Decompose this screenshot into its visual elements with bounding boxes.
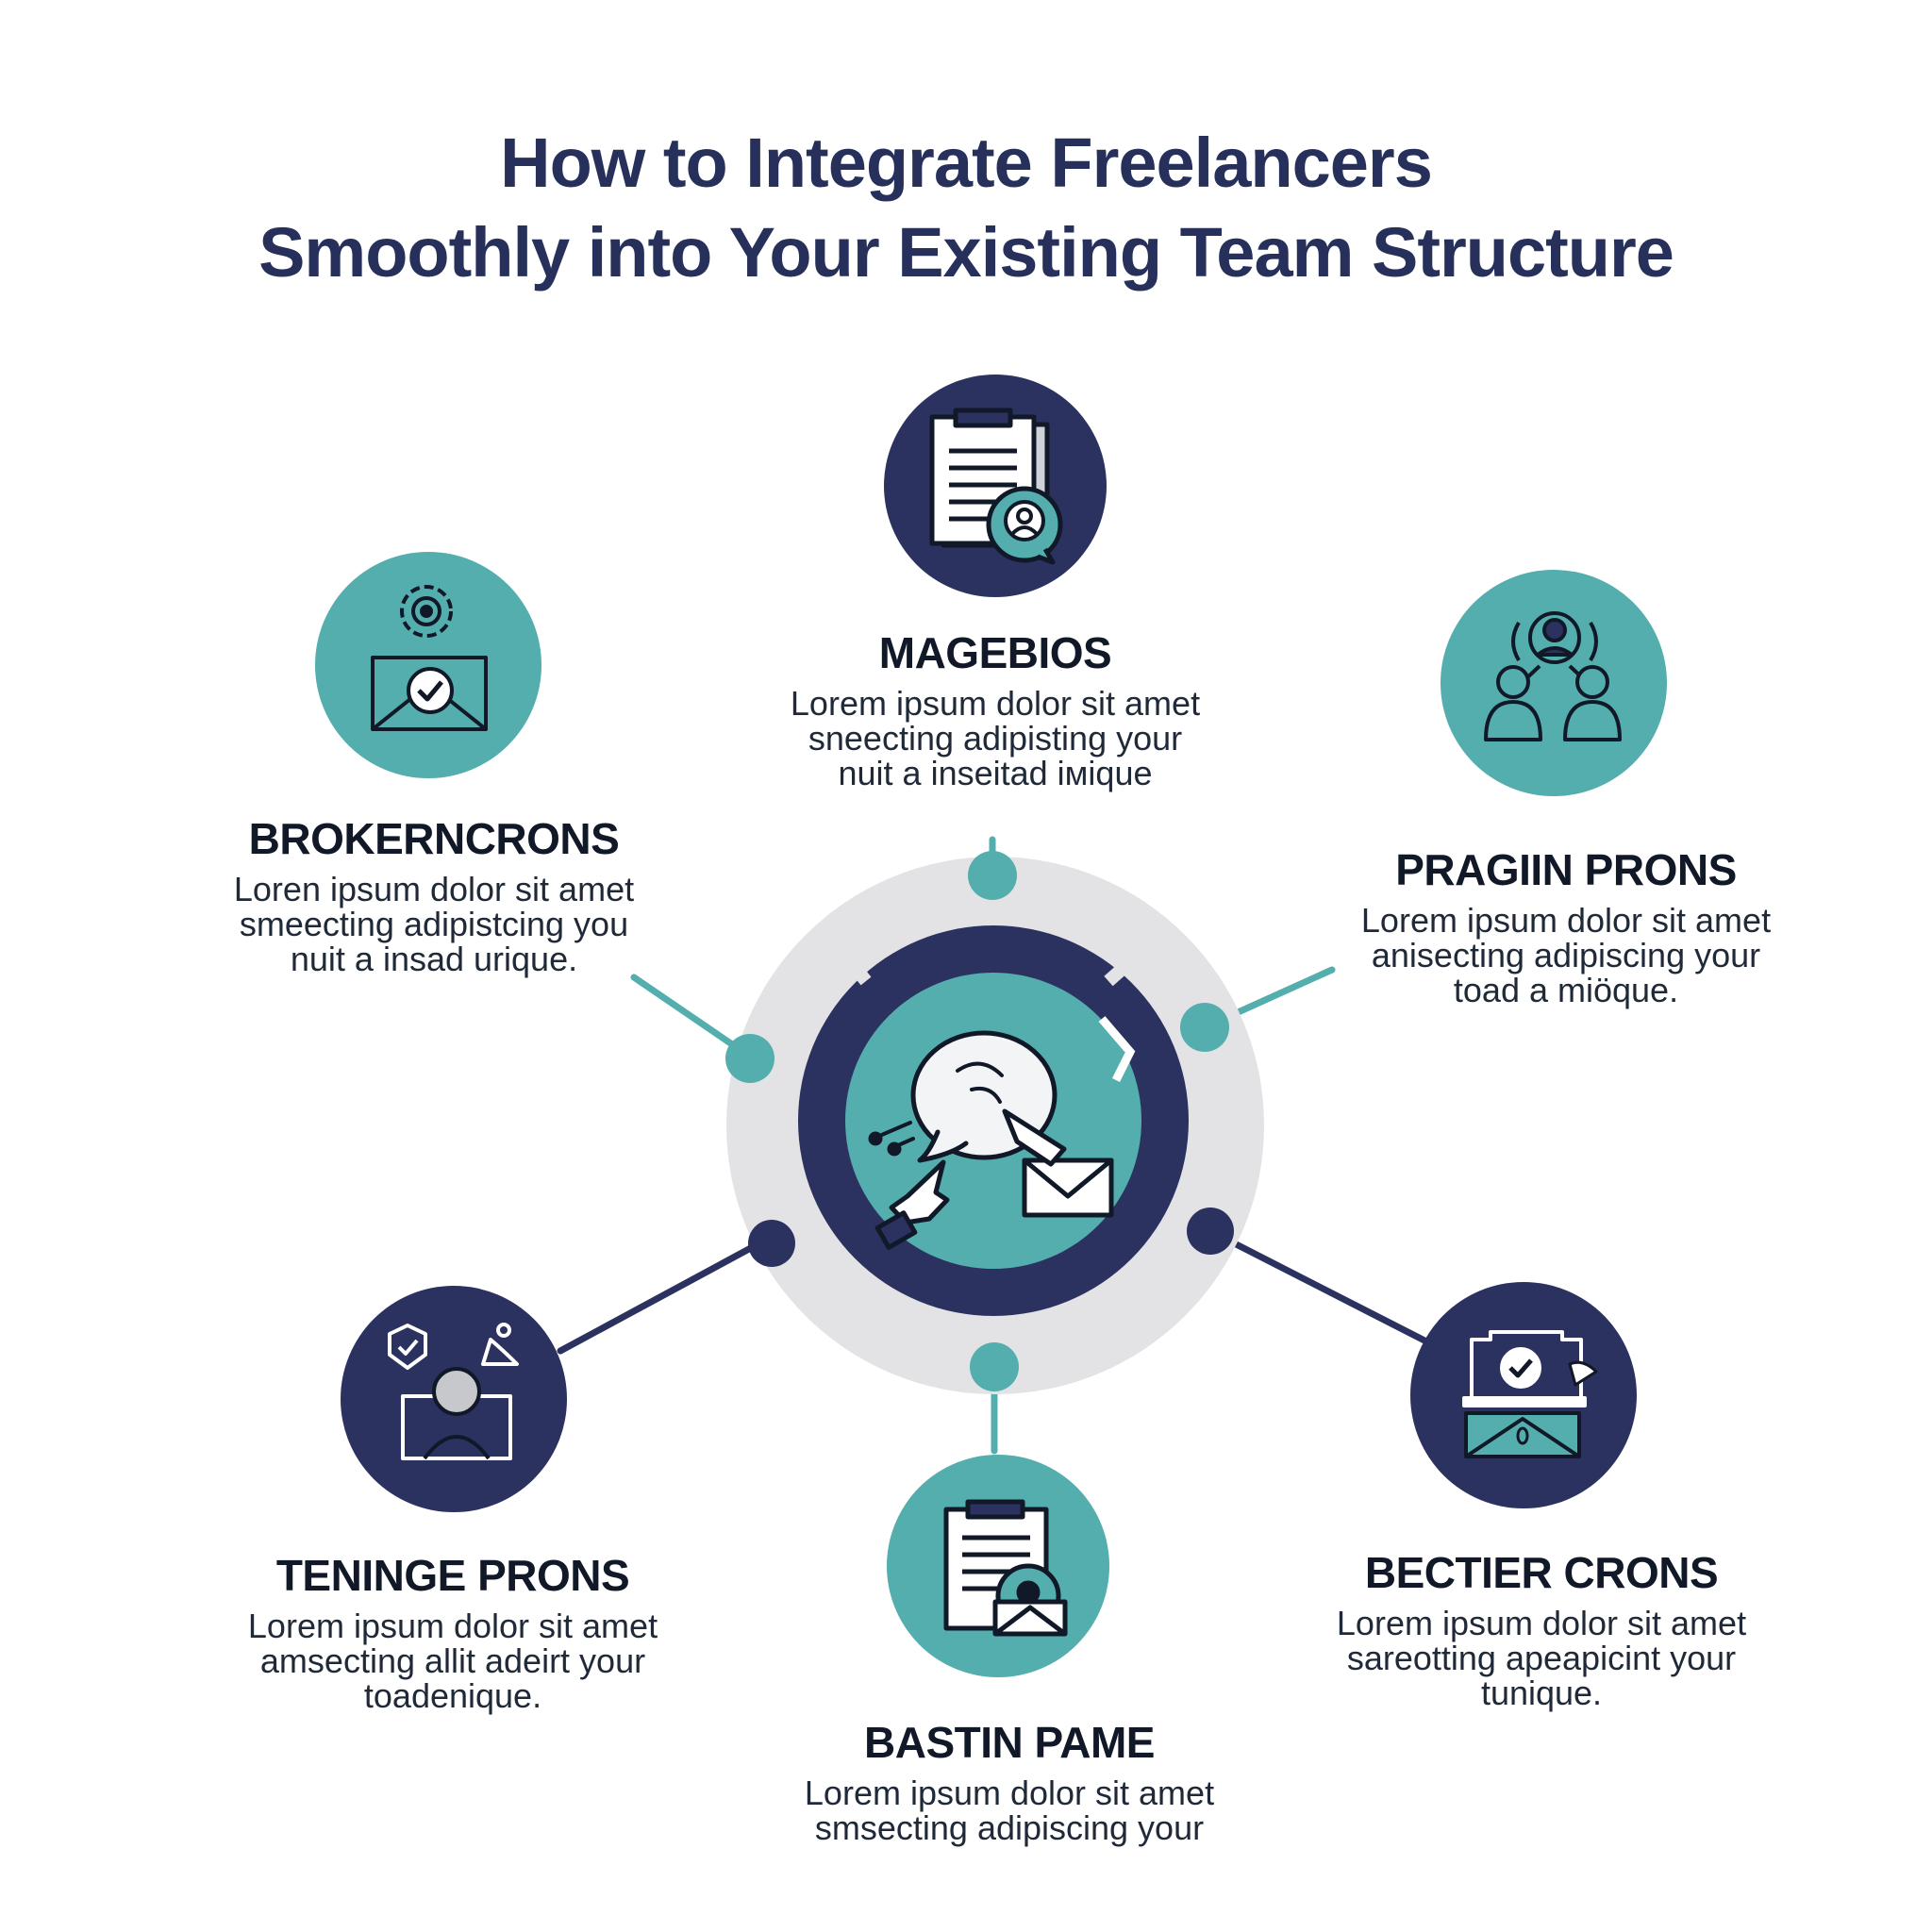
hub-dot-upper-left	[725, 1034, 774, 1083]
node-description-line: Loren ipsum dolor sit amet	[233, 870, 635, 908]
hub-ring-gap	[1104, 961, 1129, 987]
node-description-line: toad a miöque.	[1453, 971, 1679, 1009]
node-title: BASTIN PAME	[864, 1718, 1156, 1767]
hub-dot-lower-left	[748, 1220, 795, 1267]
node-lower-right-text: BECTIER CRONS Lorem ipsum dolor sit amet…	[1258, 1547, 1824, 1710]
title-line-2: Smoothly into Your Existing Team Structu…	[258, 213, 1674, 291]
hub-dot-top	[968, 851, 1017, 900]
node-description-line: smsectіng adipiscing your	[814, 1808, 1205, 1847]
hub-dot-lower-right	[1187, 1208, 1234, 1255]
node-title: BECTIER CRONS	[1364, 1548, 1719, 1597]
node-upper-left-text: BROKERNCRONS Loren ipsum dolor sit amet …	[151, 813, 717, 976]
node-title: TENINGE PRONS	[275, 1551, 630, 1600]
hub-dot-upper-right	[1180, 1003, 1229, 1052]
node-description-line: Lorem ipsum dolor sit amet	[804, 1774, 1215, 1812]
node-bottom-text: BASTIN PAME Lorem ipsum dolor sit amet s…	[726, 1717, 1292, 1845]
node-title: PRAGIIN PRONS	[1395, 845, 1737, 894]
node-upper-left-circle	[315, 552, 541, 778]
connector-lower-right	[1207, 1227, 1430, 1345]
hub-ring-gap	[1098, 1016, 1136, 1083]
node-description-line: toadenique.	[363, 1676, 542, 1715]
node-top-circle	[884, 375, 1107, 597]
node-title: MAGEBIOS	[878, 628, 1112, 677]
node-description-line: Lorem ipsum dolor sit amet	[790, 684, 1201, 723]
node-description-line: nuit a inseitad iмique	[838, 754, 1153, 792]
node-description-line: smeecting adipistcing you	[239, 905, 629, 943]
node-description-line: tunique.	[1480, 1674, 1603, 1712]
hand-pointing-to-speech-bubble-and-envelope-icon	[868, 1030, 1114, 1250]
node-description-line: snеecting adipisting your	[808, 719, 1183, 758]
hub-dots	[725, 851, 1234, 1391]
node-description-line: Lorem ipsum dolor sit amet	[247, 1607, 658, 1645]
node-description-line: nuit a insad urique.	[290, 940, 578, 978]
clipboard-user-icon	[929, 408, 1063, 565]
node-description-line: sareotting apeapicint your	[1346, 1639, 1737, 1677]
central-hub	[726, 857, 1264, 1394]
page-title: How to Integrate Freelancers Smoothly in…	[0, 118, 1932, 297]
user-profile-check-icon	[388, 1323, 519, 1460]
node-title: BROKERNCRONS	[248, 814, 620, 863]
title-line-1: How to Integrate Freelancers	[500, 124, 1433, 202]
secure-inbox-check-icon	[1462, 1330, 1598, 1458]
team-network-icon	[1484, 611, 1622, 741]
hub-ring-gap	[841, 953, 872, 986]
node-upper-right-circle	[1441, 570, 1667, 796]
gear-envelope-check-icon	[371, 585, 488, 731]
node-lower-left-text: TENINGE PRONS Lorem ipsum dolor sit amet…	[170, 1550, 736, 1713]
node-description-line: Lorem ipsum dolor sit amet	[1336, 1604, 1747, 1642]
hub-dot-bottom	[970, 1342, 1019, 1391]
node-description-line: amsecting allit adeirt your	[259, 1641, 646, 1680]
node-description-line: anisecting adipiscing your	[1371, 936, 1761, 974]
clipboard-envelope-icon	[943, 1499, 1068, 1637]
node-top-text: MAGEBIOS Lorem ipsum dolor sit amet snеe…	[717, 627, 1274, 791]
node-lower-left-circle	[341, 1286, 567, 1512]
node-upper-right-text: PRAGIIN PRONS Lorem ipsum dolor sit amet…	[1283, 844, 1849, 1008]
node-description-line: Lorem ipsum dolor sit amet	[1360, 901, 1772, 940]
connector-upper-left	[630, 974, 754, 1060]
node-bottom-circle	[887, 1455, 1109, 1677]
connector-lower-left	[557, 1233, 775, 1355]
node-lower-right-circle	[1410, 1282, 1637, 1508]
